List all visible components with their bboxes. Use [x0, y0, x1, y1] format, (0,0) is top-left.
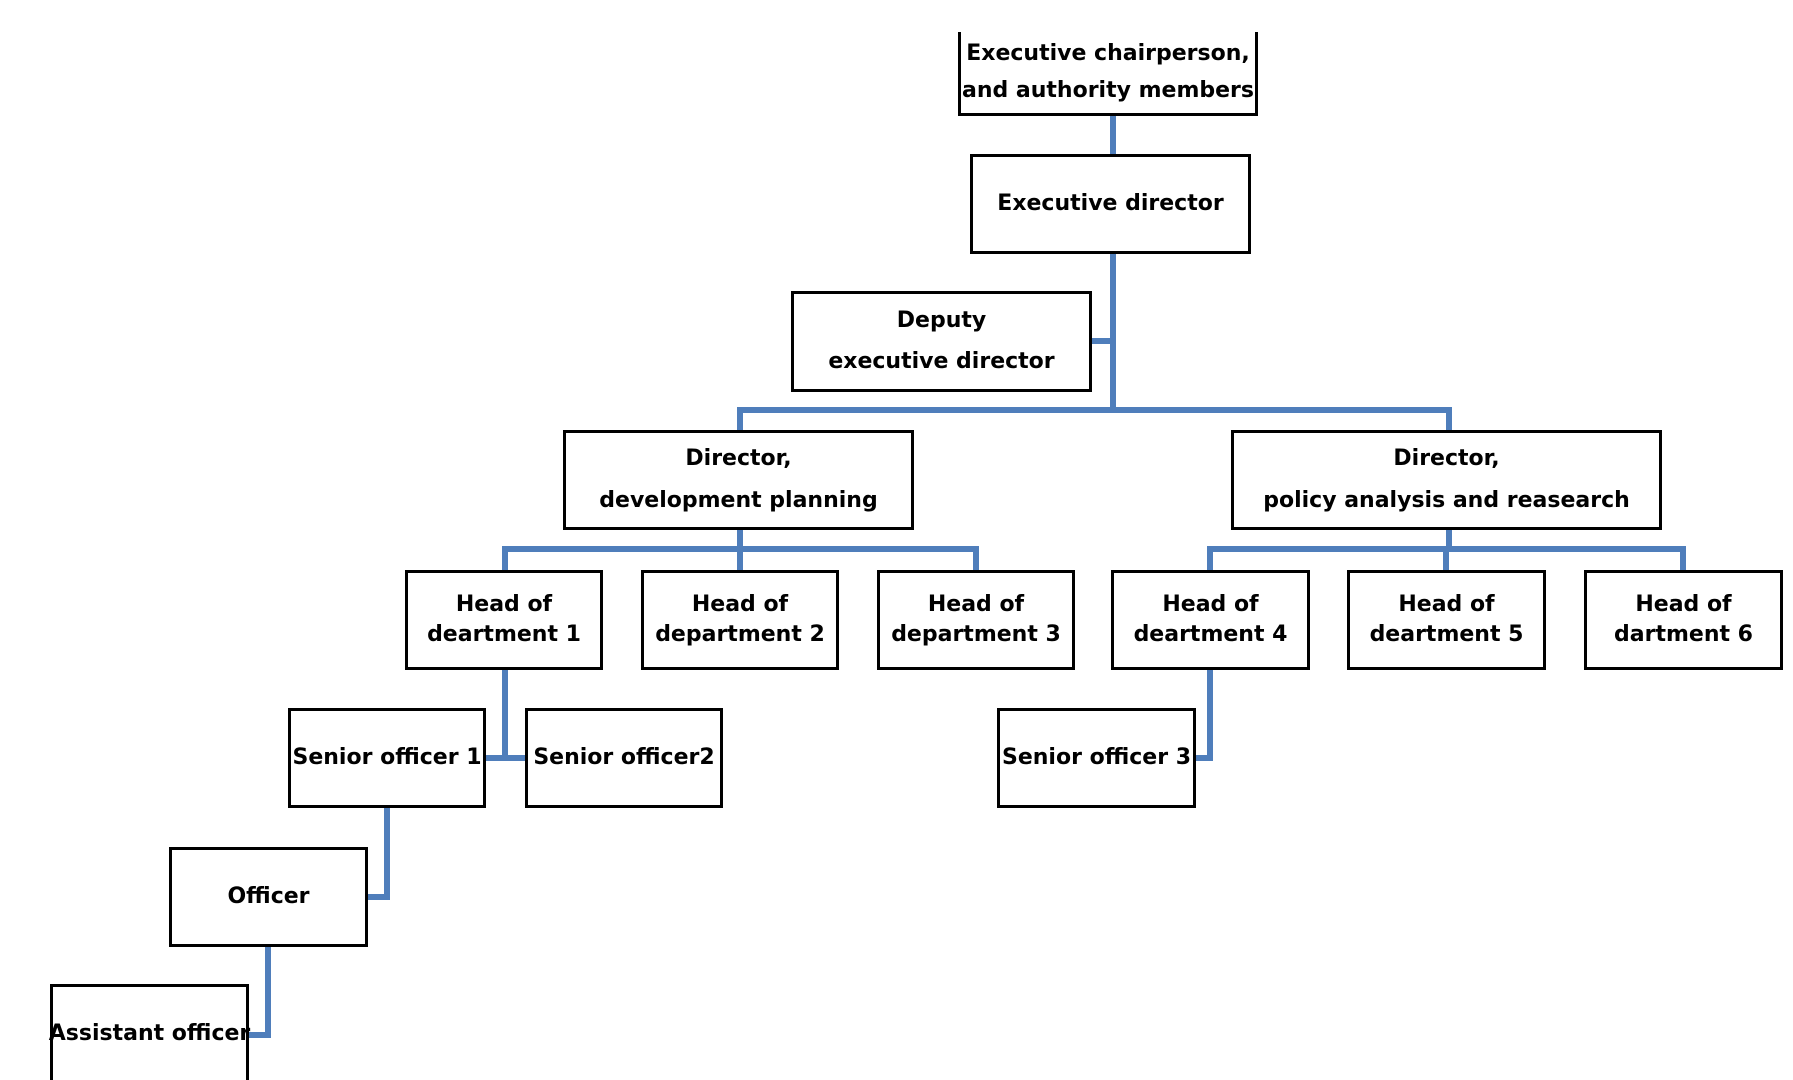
node-officer: Officer [169, 847, 368, 947]
node-label-line: Officer [227, 884, 310, 909]
node-head-of-department-5: Head of deartment 5 [1347, 570, 1546, 670]
node-label-line: Executive chairperson, [966, 41, 1250, 66]
node-director-development-planning: Director, development planning [563, 430, 914, 530]
node-label-line: Head of [455, 592, 553, 617]
node-head-of-department-6: Head of dartment 6 [1584, 570, 1783, 670]
node-senior-officer-3: Senior officer 3 [997, 708, 1196, 808]
node-label-line: department 2 [655, 622, 825, 647]
node-executive-director: Executive director [970, 154, 1251, 254]
node-senior-officer-2: Senior officer2 [525, 708, 723, 808]
node-label-line: Head of [1162, 592, 1259, 617]
node-label-line: executive director [828, 349, 1055, 375]
node-label-line: Executive director [997, 191, 1224, 216]
node-senior-officer-1: Senior officer 1 [288, 708, 486, 808]
node-label-line: Head of [691, 592, 789, 617]
connector-hod4-to-senior3 [1193, 667, 1213, 761]
node-label-line: deartment 5 [1369, 622, 1524, 647]
node-head-of-department-2: Head of department 2 [641, 570, 839, 670]
node-label-line: Assistant officer [48, 1020, 251, 1046]
node-head-of-department-4: Head of deartment 4 [1111, 570, 1310, 670]
node-label-line: Head of [1398, 592, 1495, 617]
node-label-line: dartment 6 [1614, 622, 1753, 647]
connector-senior1-to-officer [365, 805, 390, 900]
node-label-line: Director, [1393, 446, 1500, 472]
node-label-line: Deputy [896, 307, 987, 333]
node-label-line: Director, [685, 446, 792, 472]
node-deputy-executive-director: Deputy executive director [791, 291, 1092, 392]
node-label-line: policy analysis and reasearch [1263, 487, 1630, 513]
node-label-line: Senior officer2 [533, 745, 715, 770]
node-label-line: Senior officer 3 [1001, 745, 1192, 770]
node-label-line: department 3 [891, 622, 1061, 647]
node-assistant-officer: Assistant officer [48, 984, 251, 1080]
node-executive-chairperson: Executive chairperson, and authority mem… [958, 32, 1258, 116]
node-head-of-department-1: Head of deartment 1 [405, 570, 603, 670]
node-label-line: Senior officer 1 [292, 745, 482, 770]
node-label-line: development planning [599, 487, 878, 513]
node-label-line: Head of [1635, 592, 1732, 617]
connector-officer-to-assistant [246, 944, 271, 1038]
node-head-of-department-3: Head of department 3 [877, 570, 1075, 670]
node-label-line: deartment 4 [1133, 622, 1288, 647]
node-label-line: and authority members [961, 78, 1254, 103]
node-label-line: Head of [927, 592, 1025, 617]
node-director-policy-analysis: Director, policy analysis and reasearch [1231, 430, 1662, 530]
node-label-line: deartment 1 [427, 622, 581, 647]
